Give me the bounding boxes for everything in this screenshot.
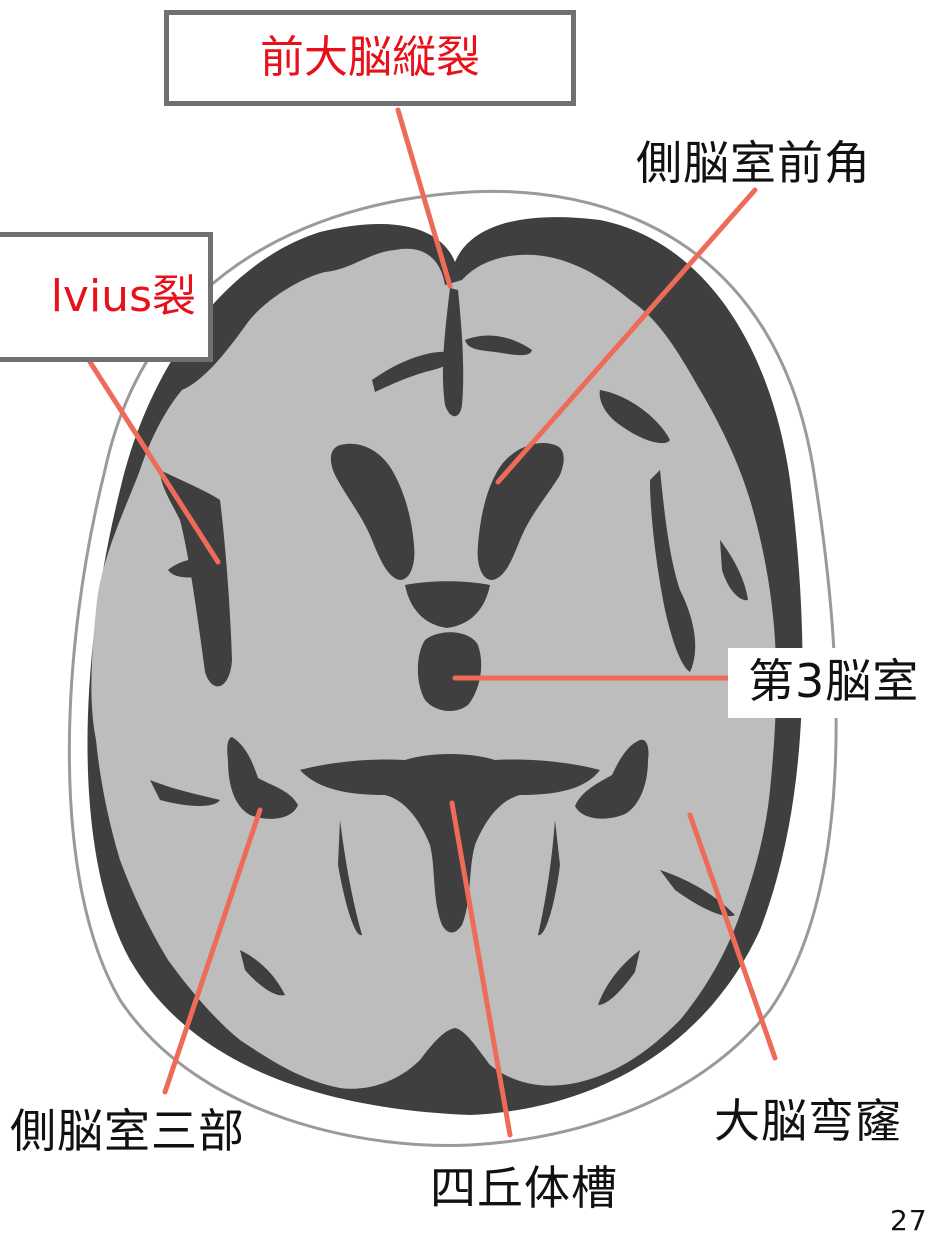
page-number: 27 xyxy=(890,1207,928,1235)
third-ventricle xyxy=(418,632,481,711)
quadrigeminal-cistern-label: 四丘体槽 xyxy=(430,1165,618,1211)
sylvian-fissure-box: lvius裂 xyxy=(0,232,213,362)
interhemispheric-fissure-box: 前大脳縦裂 xyxy=(164,10,576,106)
falx-cerebri-label: 大脳弯窿 xyxy=(714,1098,902,1144)
sylvian-fissure-label: lvius裂 xyxy=(51,275,196,319)
trigone-label: 側脳室三部 xyxy=(10,1108,245,1154)
anterior-horn-label: 側脳室前角 xyxy=(636,140,871,186)
interhemispheric-fissure-label: 前大脳縦裂 xyxy=(260,36,480,80)
third-ventricle-label: 第3脳室 xyxy=(728,648,923,718)
